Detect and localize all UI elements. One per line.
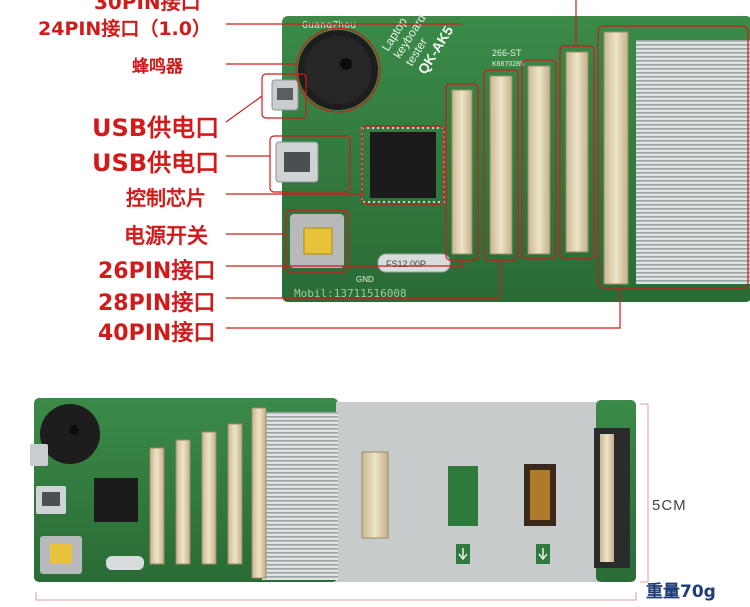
callout-control-chip: 控制芯片 <box>126 186 206 210</box>
top-connectors <box>451 31 629 285</box>
silk-batch: K6670285 <box>492 61 524 68</box>
bottom-crystal <box>106 556 144 570</box>
silk-mobile: Mobil:13711516008 <box>294 287 407 300</box>
top-ribbon-fingers <box>636 40 750 284</box>
bottom-board <box>30 398 649 601</box>
bottom-ribbon <box>262 412 338 580</box>
callout-40pin: 40PIN接口 <box>98 321 216 346</box>
bottom-connectors <box>149 407 267 579</box>
weight-label: 重量70g <box>646 582 716 602</box>
callout-power-switch: 电源开关 <box>124 224 208 248</box>
silk-brand: GuangZhou <box>302 20 356 31</box>
dimension-label: 5CM <box>652 497 687 514</box>
callout-usb-power-2: USB供电口 <box>92 149 220 177</box>
bottom-chip <box>94 478 138 522</box>
highlight-outlines <box>261 25 749 289</box>
bottom-buzzer <box>40 404 100 464</box>
control-chip-shape <box>370 132 436 198</box>
top-pcb <box>282 16 750 302</box>
adapter-footprint <box>448 466 478 526</box>
callout-24pin: 24PIN接口（1.0） <box>38 18 211 40</box>
callout-26pin: 26PIN接口 <box>98 259 216 284</box>
crystal-shape <box>377 253 451 273</box>
callout-buzzer: 蜂鸣器 <box>132 57 183 77</box>
leader-lines <box>225 0 621 329</box>
callout-28pin: 28PIN接口 <box>98 291 216 316</box>
bottom-micro-usb <box>30 444 48 466</box>
dimension-bracket <box>35 403 649 601</box>
top-board: GuangZhou Laptop keyboard tester QK-AK5 … <box>225 0 750 329</box>
silk-crystal: FS12.00P <box>386 259 426 269</box>
silk-model-code: 266-ST <box>492 48 522 58</box>
silk-gnd: GND <box>356 275 374 284</box>
adapter-connector-left <box>361 451 389 539</box>
callout-usb-power-1: USB供电口 <box>92 114 220 142</box>
callout-30pin: 30PIN接口 <box>94 0 201 14</box>
